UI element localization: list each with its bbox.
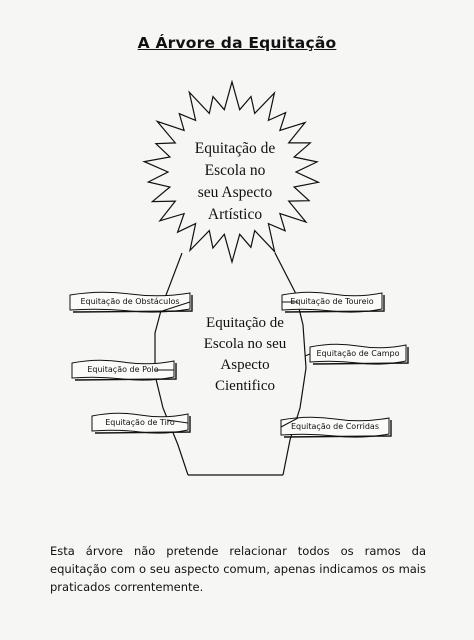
- branch-right-1: [281, 291, 385, 313]
- branch-right-2: [304, 343, 409, 365]
- branch-box: [71, 359, 175, 381]
- branch-box: [69, 291, 191, 313]
- branch-connector: [166, 419, 189, 424]
- branch-left-3: [91, 412, 191, 434]
- caption-text: Esta árvore não pretende relacionar todo…: [50, 544, 426, 594]
- branch-box-shadow: [284, 295, 385, 313]
- branch-label-left-2: Equitação de Polo: [87, 365, 159, 374]
- crown-text: Equitação de Escola no seu Aspecto Artís…: [160, 138, 310, 226]
- branch-box: [309, 343, 407, 365]
- branch-box: [281, 291, 383, 313]
- crown-line: Artístico: [207, 206, 263, 223]
- crown-line: Escola no: [204, 162, 266, 179]
- branch-box-shadow: [74, 363, 177, 381]
- trunk-text: Equitação de Escola no seu Aspecto Cient…: [180, 313, 310, 397]
- branch-label-right-3: Equitação de Corridas: [290, 422, 380, 431]
- branch-box: [280, 416, 390, 438]
- branch-box-shadow: [94, 416, 191, 434]
- branch-box-shadow: [72, 295, 193, 313]
- branch-connector: [280, 417, 299, 428]
- branch-connector: [158, 301, 191, 313]
- crown-starburst: [142, 79, 321, 265]
- trunk-line: Equitação de: [206, 315, 284, 331]
- branch-label-right-2: Equitação de Campo: [316, 349, 400, 358]
- branches-layer: [69, 291, 409, 438]
- branch-connector: [304, 353, 311, 357]
- crown-line: Equitação de: [194, 140, 276, 157]
- crown-line: seu Aspecto: [197, 184, 273, 201]
- branch-right-3: [280, 416, 392, 438]
- trunk-line: Aspecto: [220, 357, 270, 373]
- trunk-outline-right: [274, 252, 307, 476]
- branch-label-right-1: Equitação de Toureio: [290, 297, 374, 306]
- trunk-line: Cientifico: [215, 378, 275, 394]
- branch-box-shadow: [283, 420, 392, 438]
- branch-box-shadow: [312, 347, 409, 365]
- branch-label-left-3: Equitação de Tiro: [105, 418, 175, 427]
- trunk-line: Escola no seu: [203, 336, 287, 352]
- branch-label-left-1: Equitação de Obstáculos: [80, 297, 180, 306]
- branch-box: [91, 412, 189, 434]
- diagram-title: A Árvore da Equitação: [137, 34, 337, 52]
- branch-left-2: [71, 359, 177, 381]
- branch-left-1: [69, 291, 193, 313]
